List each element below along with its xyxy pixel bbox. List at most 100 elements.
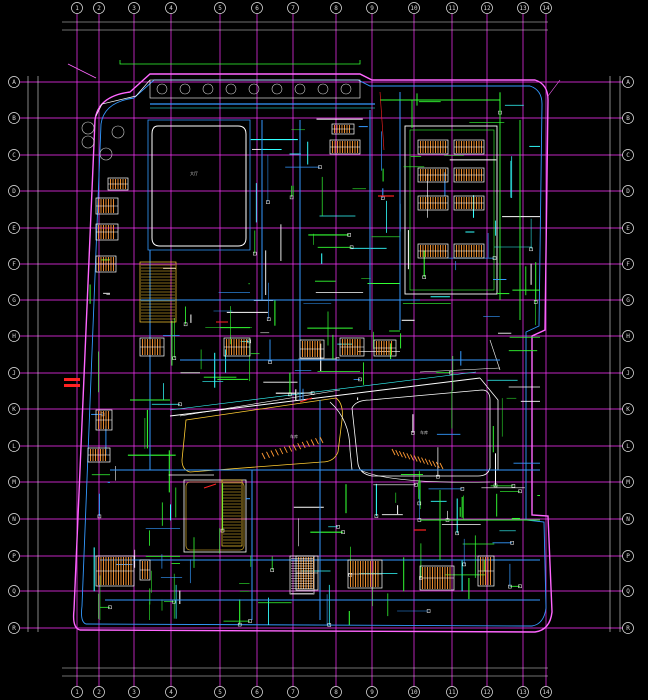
- fixture-box: [422, 275, 426, 279]
- grid-bubble: 12: [481, 2, 493, 14]
- grid-bubble-label: G: [626, 297, 630, 304]
- grid-bubble: 14: [540, 2, 552, 14]
- svg-text:车库: 车库: [420, 429, 428, 435]
- grid-bubble-label: M: [12, 479, 16, 486]
- planter-circle: [225, 83, 237, 95]
- grid-bubble: R: [8, 622, 20, 634]
- grid-bubble: P: [8, 550, 20, 562]
- fixture-box: [178, 402, 182, 407]
- grid-bubble-label: 1: [75, 689, 79, 696]
- stair-core: [299, 339, 325, 359]
- hatch-field: [139, 261, 177, 323]
- fixture-box: [455, 531, 459, 536]
- planter-circle: [271, 83, 283, 95]
- grid-bubble-label: A: [626, 79, 630, 86]
- fixture-box: [511, 484, 516, 488]
- stair-core: [95, 409, 113, 431]
- fixture-box: [462, 562, 466, 567]
- fixture-box: [318, 165, 322, 169]
- grid-bubble: B: [8, 112, 20, 124]
- fixture-box: [414, 483, 418, 487]
- grid-bubble: 11: [446, 2, 458, 14]
- planter-circle: [248, 83, 260, 95]
- fixture-box: [349, 245, 354, 250]
- stair-core: [417, 195, 449, 211]
- grid-bubble-label: J: [12, 370, 16, 377]
- fixture-box: [336, 525, 340, 529]
- fixture-box: [172, 356, 177, 360]
- fixture-box: [310, 391, 315, 395]
- grid-bubble-label: 11: [448, 5, 456, 12]
- stair-core: [453, 139, 485, 155]
- mep-pipework: [89, 92, 540, 627]
- facade-planters: [81, 83, 352, 161]
- fixture-box: [533, 300, 538, 304]
- grid-bubble-label: C: [12, 152, 16, 159]
- grid-bubble-label: 8: [334, 5, 338, 12]
- grid-bubble: 8: [330, 2, 342, 14]
- grid-bubble: K: [8, 403, 20, 415]
- grid-bubble: 8: [330, 686, 342, 698]
- stair-core: [339, 337, 365, 357]
- stair-core: [417, 167, 449, 183]
- grid-bubble: N: [8, 513, 20, 525]
- grid-bubble-label: R: [626, 625, 630, 632]
- fixture-box: [508, 584, 512, 589]
- grid-bubble-label: N: [12, 516, 16, 523]
- grid-bubble: 12: [481, 686, 493, 698]
- fixture-box: [248, 619, 252, 623]
- stair-core: [95, 555, 135, 587]
- grid-bubble: 4: [165, 686, 177, 698]
- fixture-box: [411, 431, 415, 435]
- grid-bubble: 11: [446, 686, 458, 698]
- grid-bubble: 1: [71, 2, 83, 14]
- grid-bubble-label: 5: [218, 5, 222, 12]
- grid-bubble: P: [622, 550, 634, 562]
- grid-bubble-label: 3: [132, 5, 136, 12]
- fixture-box: [374, 514, 379, 518]
- stair-core: [139, 337, 165, 357]
- grid-bubble: 7: [287, 686, 299, 698]
- grid-lines: [20, 14, 628, 688]
- grid-bubble: L: [622, 440, 634, 452]
- building-outline: [67, 60, 561, 633]
- grid-bubble: Q: [622, 585, 634, 597]
- grid-bubble: Q: [8, 585, 20, 597]
- grid-bubble-label: C: [626, 152, 630, 159]
- grid-bubble-label: L: [626, 443, 630, 450]
- ramps: [169, 339, 501, 483]
- planter-circle: [317, 83, 329, 95]
- grid-bubble: 2: [93, 2, 105, 14]
- stair-core: [453, 243, 485, 259]
- grid-bubble: A: [8, 76, 20, 88]
- grid-bubble: 7: [287, 2, 299, 14]
- stair-core: [453, 195, 485, 211]
- fixture-box: [493, 483, 498, 488]
- grid-bubble: D: [622, 185, 634, 197]
- grid-bubble: A: [622, 76, 634, 88]
- planter-circle: [99, 147, 113, 161]
- grid-bubble: 5: [214, 2, 226, 14]
- fixture-box: [341, 530, 345, 534]
- svg-text:车库: 车库: [290, 433, 298, 439]
- stair-core: [417, 243, 449, 259]
- stair-core: [477, 555, 495, 587]
- stair-core: [419, 565, 455, 591]
- stair-core: [95, 255, 117, 273]
- fixture-box: [268, 360, 272, 364]
- grid-bubble: 14: [540, 686, 552, 698]
- hatch-field: [221, 479, 243, 547]
- grid-bubble: H: [622, 330, 634, 342]
- ramp-hatch: [391, 448, 444, 470]
- grid-bubble-label: J: [626, 370, 630, 377]
- grid-bubble-label: Q: [626, 588, 630, 595]
- fixture-box: [510, 541, 514, 545]
- grid-bubble: 10: [408, 2, 420, 14]
- grid-bubble: 1: [71, 686, 83, 698]
- grid-bubble-label: L: [12, 443, 16, 450]
- grid-bubble-label: N: [626, 516, 630, 523]
- grid-bubble: K: [622, 403, 634, 415]
- grid-bubble: E: [8, 222, 20, 234]
- grid-bubble-label: F: [12, 261, 16, 268]
